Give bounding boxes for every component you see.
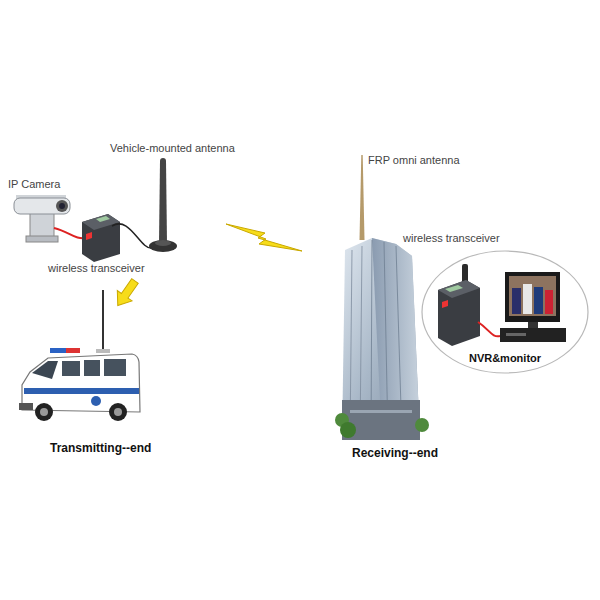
transceiver-body (82, 214, 120, 262)
part-label: FRP omni antenna (368, 154, 460, 167)
part-label: wireless transceiver (48, 262, 145, 275)
van-roof-box (96, 349, 110, 353)
part-label: IP Camera (8, 178, 60, 191)
screen-figure (512, 288, 521, 314)
van-antenna (102, 290, 104, 353)
red-cable (54, 228, 86, 238)
van-wheel (109, 403, 127, 421)
wireless-lightning (226, 224, 302, 251)
antenna-base-top (155, 240, 171, 246)
van-window (104, 359, 126, 376)
receiving-equipment (438, 264, 566, 346)
camera-base (26, 236, 58, 242)
van-body (22, 354, 140, 412)
van-stripe (24, 388, 139, 394)
transceiver-box (82, 214, 120, 262)
transceiver-top (438, 280, 480, 298)
signal-arrow (110, 276, 142, 311)
van-light-bar (66, 348, 80, 353)
van-windshield (32, 361, 58, 379)
end-label: Receiving--end (352, 446, 438, 460)
part-label: NVR&monitor (469, 352, 541, 365)
end-label: Transmitting--end (50, 441, 151, 455)
nvr-panel (506, 333, 526, 336)
monitor-screen (509, 276, 556, 316)
transceiver-body (438, 280, 480, 346)
nvr-box (500, 328, 566, 342)
transceiver-indicator (442, 300, 448, 308)
camera-lens-glass (59, 203, 65, 209)
screen-figure (523, 284, 532, 314)
van-window (84, 360, 100, 376)
camera-mount (30, 212, 54, 238)
transceiver-screen (445, 285, 463, 292)
antenna-magnet-base (149, 240, 177, 252)
transceiver-top (82, 214, 120, 230)
monitor-frame (505, 272, 560, 322)
camera-lens (56, 200, 68, 212)
camera-housing (14, 198, 70, 214)
circle-outline (422, 251, 588, 373)
part-label: Vehicle-mounted antenna (110, 142, 235, 155)
van-window (62, 361, 80, 376)
ip-camera (14, 195, 70, 242)
police-van (19, 290, 140, 421)
antenna-rod (159, 161, 167, 243)
monitor-stand (528, 322, 538, 328)
screen-figure (534, 287, 543, 314)
screen-figure (545, 290, 553, 314)
building-canopy (350, 410, 412, 413)
van-wheel (35, 403, 53, 421)
tower-building (335, 155, 429, 440)
tree (340, 422, 356, 438)
transceiver-screen (96, 216, 110, 222)
tree (415, 418, 429, 432)
van-emblem (91, 396, 101, 406)
frp-antenna (360, 155, 365, 240)
building-facade (342, 238, 420, 440)
part-label: wireless transceiver (403, 232, 500, 245)
van-hub (40, 408, 48, 416)
van-hub (114, 408, 122, 416)
equipment-circle: wireless transceiverNVR&monitor (421, 232, 589, 374)
van-bumper (19, 403, 33, 410)
vehicle-antenna (149, 158, 177, 252)
transceiver-indicator (86, 232, 92, 240)
van-light-bar (50, 348, 66, 353)
antenna-tip (160, 158, 166, 164)
red-cable (478, 322, 500, 336)
antenna-cable (112, 224, 152, 248)
